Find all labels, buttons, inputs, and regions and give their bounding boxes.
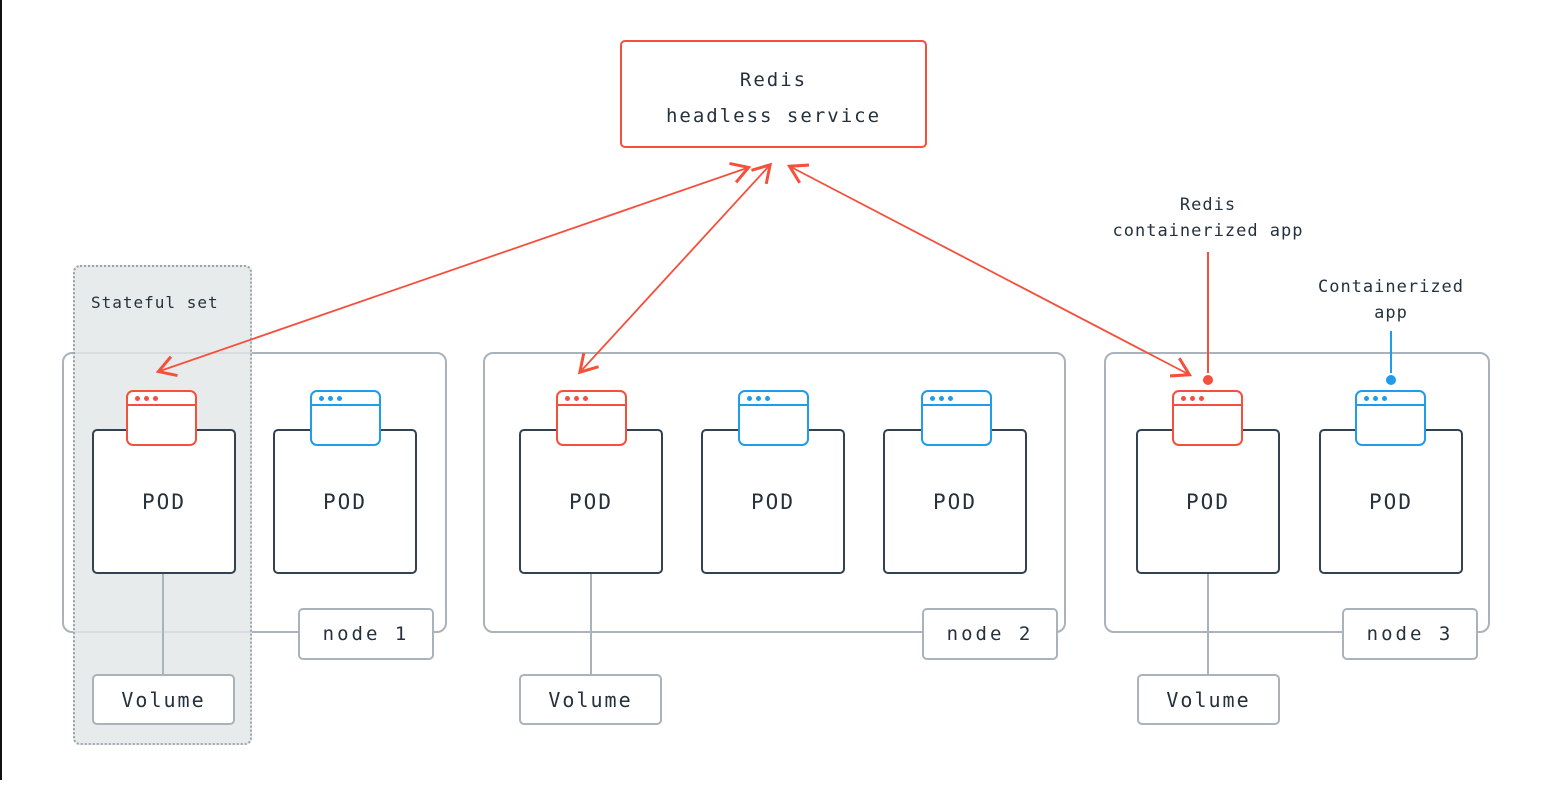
app-window-icon <box>921 390 992 446</box>
window-dot-icon <box>1190 395 1195 401</box>
containerized-app-label: Containerized app <box>1301 274 1481 326</box>
window-titlebar <box>558 392 625 406</box>
node1-pod-redis: POD <box>92 429 236 574</box>
volume-label-text: Volume <box>1166 687 1251 712</box>
node-label-text: node 2 <box>946 623 1034 645</box>
window-dot-icon <box>1364 395 1369 401</box>
volume-box-node1: Volume <box>92 674 235 725</box>
window-dot-icon <box>747 395 752 401</box>
annotation-line: app <box>1374 303 1408 323</box>
window-dot-icon <box>574 395 579 401</box>
window-titlebar <box>1357 392 1424 406</box>
node1-pod-app: POD <box>273 429 417 574</box>
redis-app-window-icon <box>556 390 627 446</box>
pod-label: POD <box>569 489 613 514</box>
window-titlebar <box>1174 392 1241 406</box>
redis-containerized-app-label: Redis containerized app <box>1098 192 1318 244</box>
annotation-line: containerized app <box>1112 221 1304 241</box>
redis-headless-service-box: Redis headless service <box>620 40 927 148</box>
annotation-line: Containerized <box>1317 277 1465 297</box>
window-dot-icon <box>319 395 324 401</box>
window-titlebar <box>128 392 195 406</box>
window-dot-icon <box>765 395 770 401</box>
node2-pod-app2: POD <box>883 429 1027 574</box>
window-dot-icon <box>756 395 761 401</box>
window-dot-icon <box>328 395 333 401</box>
window-dot-icon <box>1382 395 1387 401</box>
node-2-label: node 2 <box>922 608 1058 660</box>
volume-box-node3: Volume <box>1137 674 1280 725</box>
redis-app-pointer-dot <box>1203 375 1213 385</box>
window-dot-icon <box>939 395 944 401</box>
app-window-icon <box>310 390 381 446</box>
node-label-text: node 3 <box>1366 623 1454 645</box>
volume-label-text: Volume <box>548 687 633 712</box>
window-dot-icon <box>1373 395 1378 401</box>
pod-label: POD <box>1369 489 1413 514</box>
window-titlebar <box>312 392 379 406</box>
window-dot-icon <box>1181 395 1186 401</box>
window-dot-icon <box>144 395 149 401</box>
volume-box-node2: Volume <box>519 674 662 725</box>
window-dot-icon <box>583 395 588 401</box>
app-window-icon <box>1355 390 1426 446</box>
window-dot-icon <box>337 395 342 401</box>
window-dot-icon <box>135 395 140 401</box>
node-3-container <box>1104 352 1490 633</box>
window-titlebar <box>923 392 990 406</box>
arrow-service-node2-redis-pod <box>577 162 773 375</box>
arrow-service-node1-redis-pod <box>155 161 752 378</box>
window-dot-icon <box>565 395 570 401</box>
annotation-line: Redis <box>1179 195 1237 215</box>
containerized-app-pointer-dot <box>1386 375 1396 385</box>
window-dot-icon <box>930 395 935 401</box>
redis-app-window-icon <box>1172 390 1243 446</box>
node2-pod-redis: POD <box>519 429 663 574</box>
node3-pod-redis: POD <box>1136 429 1280 574</box>
window-dot-icon <box>1199 395 1204 401</box>
node-1-label: node 1 <box>298 608 434 660</box>
node3-pod-app: POD <box>1319 429 1463 574</box>
service-title-line2: headless service <box>665 105 882 127</box>
arrow-service-node3-redis-pod <box>786 163 1193 378</box>
service-title-line1: Redis <box>739 69 808 91</box>
pod-label: POD <box>1186 489 1230 514</box>
window-titlebar <box>740 392 807 406</box>
node2-pod-app1: POD <box>701 429 845 574</box>
left-edge-line <box>0 0 2 780</box>
node-label-text: node 1 <box>322 623 410 645</box>
pod-label: POD <box>751 489 795 514</box>
redis-app-window-icon <box>126 390 197 446</box>
pod-label: POD <box>142 489 186 514</box>
node-2-container <box>483 352 1066 633</box>
pod-label: POD <box>933 489 977 514</box>
node-3-label: node 3 <box>1342 608 1478 660</box>
app-window-icon <box>738 390 809 446</box>
window-dot-icon <box>153 395 158 401</box>
volume-label-text: Volume <box>121 687 206 712</box>
pod-label: POD <box>323 489 367 514</box>
window-dot-icon <box>948 395 953 401</box>
